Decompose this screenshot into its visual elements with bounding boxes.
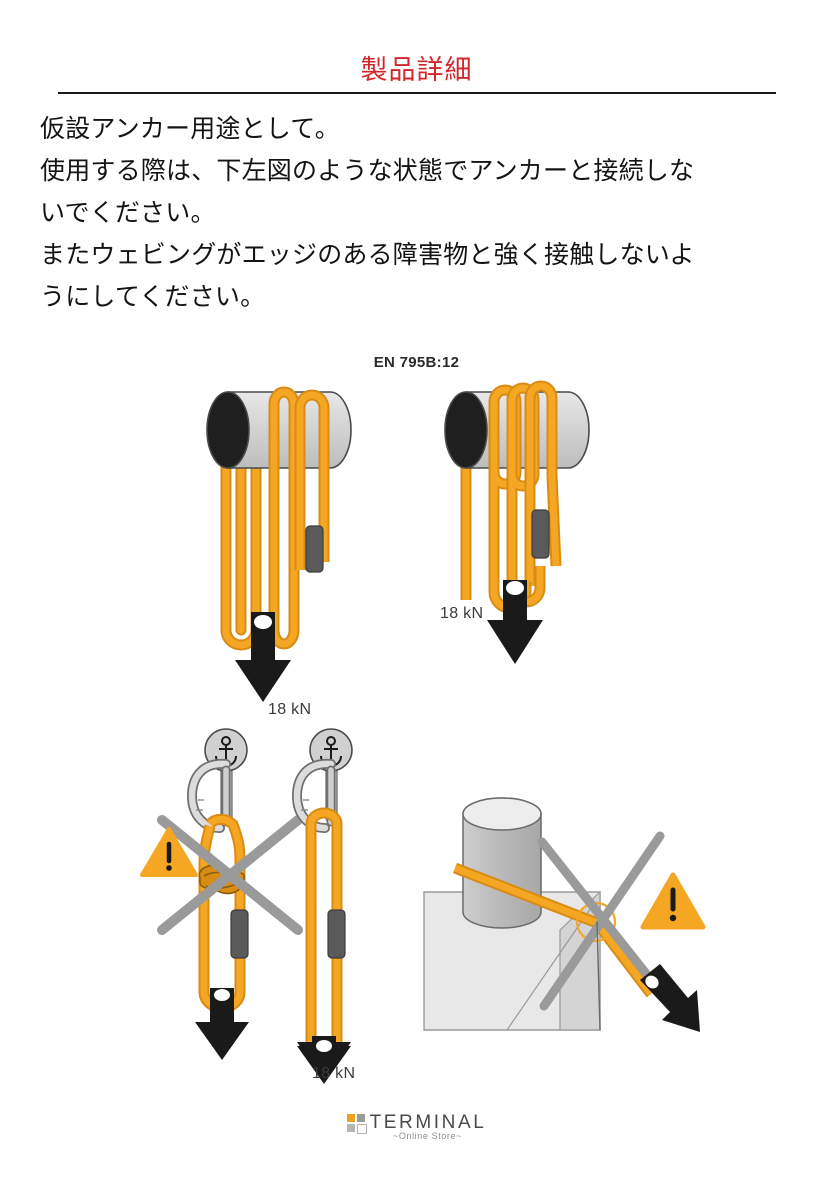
- load-arrow: [195, 982, 249, 1060]
- logo-square-grey-bottom: [346, 1123, 355, 1132]
- load-arrow: [640, 964, 700, 1032]
- force-label-bottom: 18 kN: [312, 1065, 356, 1082]
- description-text: 仮設アンカー用途として。 使用する際は、下左図のような状態でアンカーと接続しな …: [40, 108, 800, 318]
- description-line-2: 使用する際は、下左図のような状態でアンカーと接続しな: [40, 157, 695, 185]
- panel-sharp-edge: [423, 797, 706, 1032]
- page-title: 製品詳細: [360, 55, 473, 85]
- brand-tagline: ~Online Store~: [393, 1131, 462, 1141]
- terminal-logo-mark: [346, 1113, 367, 1134]
- webbing-sling-knotted: [198, 813, 246, 990]
- title-divider: [58, 92, 776, 94]
- instruction-diagram: EN 795B:12: [0, 330, 833, 1120]
- panel-basket-choke: [206, 386, 352, 702]
- standard-label: EN 795B:12: [373, 354, 460, 371]
- webbing-descending-loop: [546, 475, 562, 567]
- force-label-top-right: 18 kN: [440, 605, 484, 622]
- brand-name: TERMINAL: [369, 1112, 487, 1133]
- panel-wrapped: [444, 380, 590, 664]
- webbing-strands-left: [220, 434, 262, 636]
- load-arrow: [487, 580, 543, 664]
- logo-square-orange: [346, 1113, 355, 1122]
- webbing-keeper: [531, 509, 550, 559]
- webbing-loop-front: [268, 386, 330, 626]
- webbing-keeper: [230, 909, 249, 959]
- description-line-5: うにしてください。: [40, 283, 266, 311]
- warning-icon: [140, 827, 198, 877]
- panel-knotted-sling: [140, 728, 303, 1060]
- force-label-top-left: 18 kN: [268, 701, 312, 718]
- logo-square-outline: [356, 1123, 367, 1134]
- cross-out-mark: [157, 815, 303, 935]
- contact-highlight: [575, 901, 617, 943]
- load-arrow: [297, 990, 351, 1084]
- webbing-keeper: [327, 909, 346, 959]
- footer-logo: TERMINAL ~Online Store~: [0, 1112, 833, 1146]
- cylinder-obstacle: [462, 797, 542, 929]
- webbing-over-edge: [453, 862, 656, 998]
- logo-square-grey-top: [356, 1113, 365, 1122]
- description-line-1: 仮設アンカー用途として。: [40, 115, 340, 143]
- load-arrow: [235, 612, 291, 702]
- panel-correct-sling: [291, 728, 353, 1084]
- warning-icon: [640, 872, 706, 930]
- carabiner: [186, 758, 231, 833]
- webbing-keeper: [305, 525, 324, 573]
- cross-out-mark: [537, 831, 665, 1031]
- webbing-wraps: [488, 380, 558, 592]
- description-line-3: いでください。: [40, 199, 216, 227]
- description-line-4: またウェビングがエッジのある障害物と強く接触しないよ: [40, 241, 695, 269]
- diagram-canvas: [140, 380, 706, 1084]
